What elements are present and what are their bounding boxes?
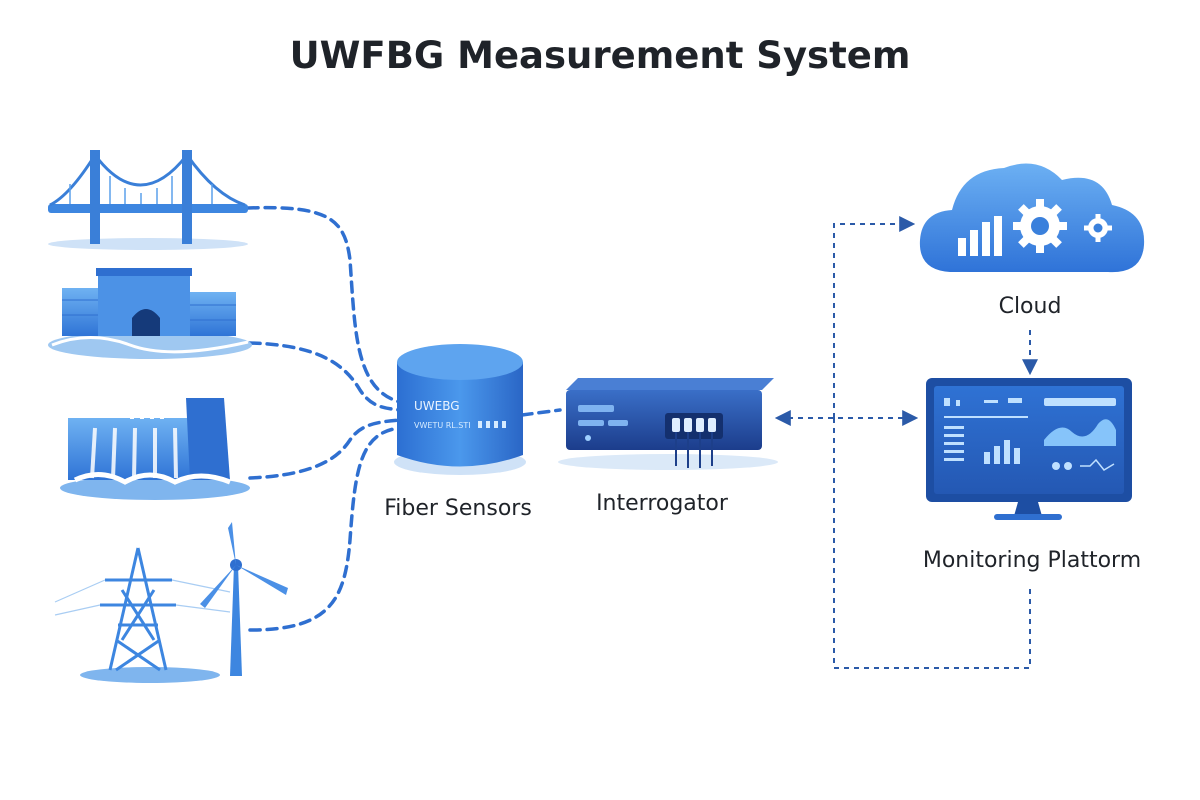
fiber-sensors-label: Fiber Sensors (384, 496, 532, 521)
interrogator-device-icon (558, 378, 778, 470)
data-links (774, 216, 1038, 669)
drum-sublabel: VWETU RL.STI (414, 421, 471, 430)
monitoring-platform-label: Monitoring Plattorm (923, 548, 1141, 573)
interrogator-label: Interrogator (596, 491, 729, 516)
wind-turbine-icon (200, 522, 288, 676)
drum-label: UWEBG (414, 399, 460, 413)
cloud-label: Cloud (999, 294, 1062, 319)
monitor-dashboard-icon (926, 378, 1132, 520)
bridge-icon (48, 150, 248, 250)
dam-icon (60, 398, 250, 500)
page-title: UWFBG Measurement System (290, 34, 911, 77)
tunnel-icon (48, 268, 252, 359)
cloud-gear-icon (919, 163, 1145, 273)
power-tower-icon (54, 547, 231, 683)
fiber-drum-icon: UWEBG VWETU RL.STI (394, 344, 526, 475)
fiber-cables (246, 205, 562, 632)
